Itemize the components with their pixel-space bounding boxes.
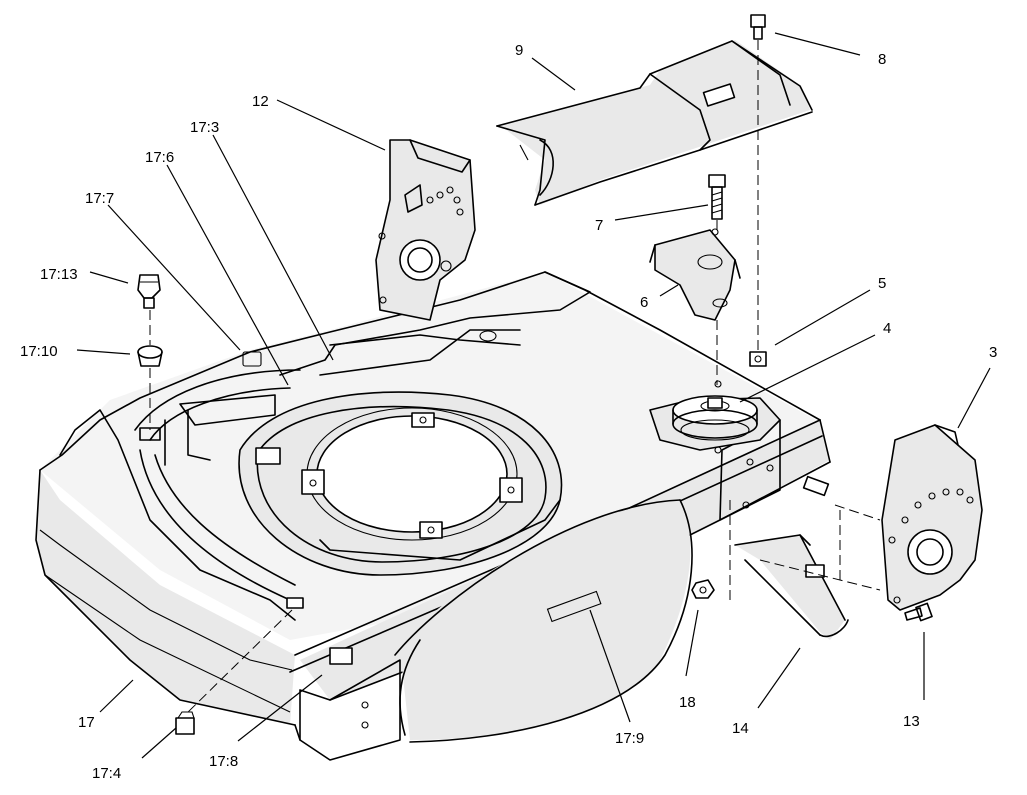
height-adjuster-left — [375, 139, 476, 321]
callout-17: 17 — [78, 714, 95, 731]
height-adjuster-right — [881, 424, 983, 611]
callout-12: 12 — [252, 93, 269, 110]
screw-8 — [750, 14, 766, 40]
callout-6: 6 — [640, 294, 648, 311]
pulley-bracket — [649, 228, 741, 321]
callout-18: 18 — [679, 694, 696, 711]
callout-3: 3 — [989, 344, 997, 361]
callout-5: 5 — [878, 275, 886, 292]
callout-7: 7 — [595, 217, 603, 234]
callout-9: 9 — [515, 42, 523, 59]
callout-8: 8 — [878, 51, 886, 68]
clip-17-4-mount — [286, 597, 304, 609]
nut-18 — [691, 579, 715, 599]
callout-17-7: 17:7 — [85, 190, 114, 207]
callout-17-3: 17:3 — [190, 119, 219, 136]
rear-axle — [734, 475, 849, 640]
callout-17-4: 17:4 — [92, 765, 121, 782]
callout-14: 14 — [732, 720, 749, 737]
bushing-17-10 — [137, 345, 163, 367]
leader-lines — [76, 32, 991, 759]
callout-13: 13 — [903, 713, 920, 730]
callout-17-8: 17:8 — [209, 753, 238, 770]
top-cover — [496, 40, 813, 206]
callout-17-6: 17:6 — [145, 149, 174, 166]
mower-deck-housing — [35, 271, 831, 761]
callout-4: 4 — [883, 320, 891, 337]
assembly-center-lines — [149, 40, 881, 716]
clip-17-4 — [175, 711, 195, 735]
screw-17-13 — [137, 274, 161, 309]
pulley-assembly — [649, 380, 781, 454]
nut-5 — [749, 351, 767, 367]
bolt-7 — [708, 174, 726, 220]
callout-17-13: 17:13 — [40, 266, 78, 283]
callout-17-9: 17:9 — [615, 730, 644, 747]
callout-17-10: 17:10 — [20, 343, 58, 360]
callout-labels: 9 8 12 17:3 17:6 17:7 7 17:13 5 6 4 17:1… — [20, 42, 997, 782]
bolt-13 — [904, 602, 933, 622]
